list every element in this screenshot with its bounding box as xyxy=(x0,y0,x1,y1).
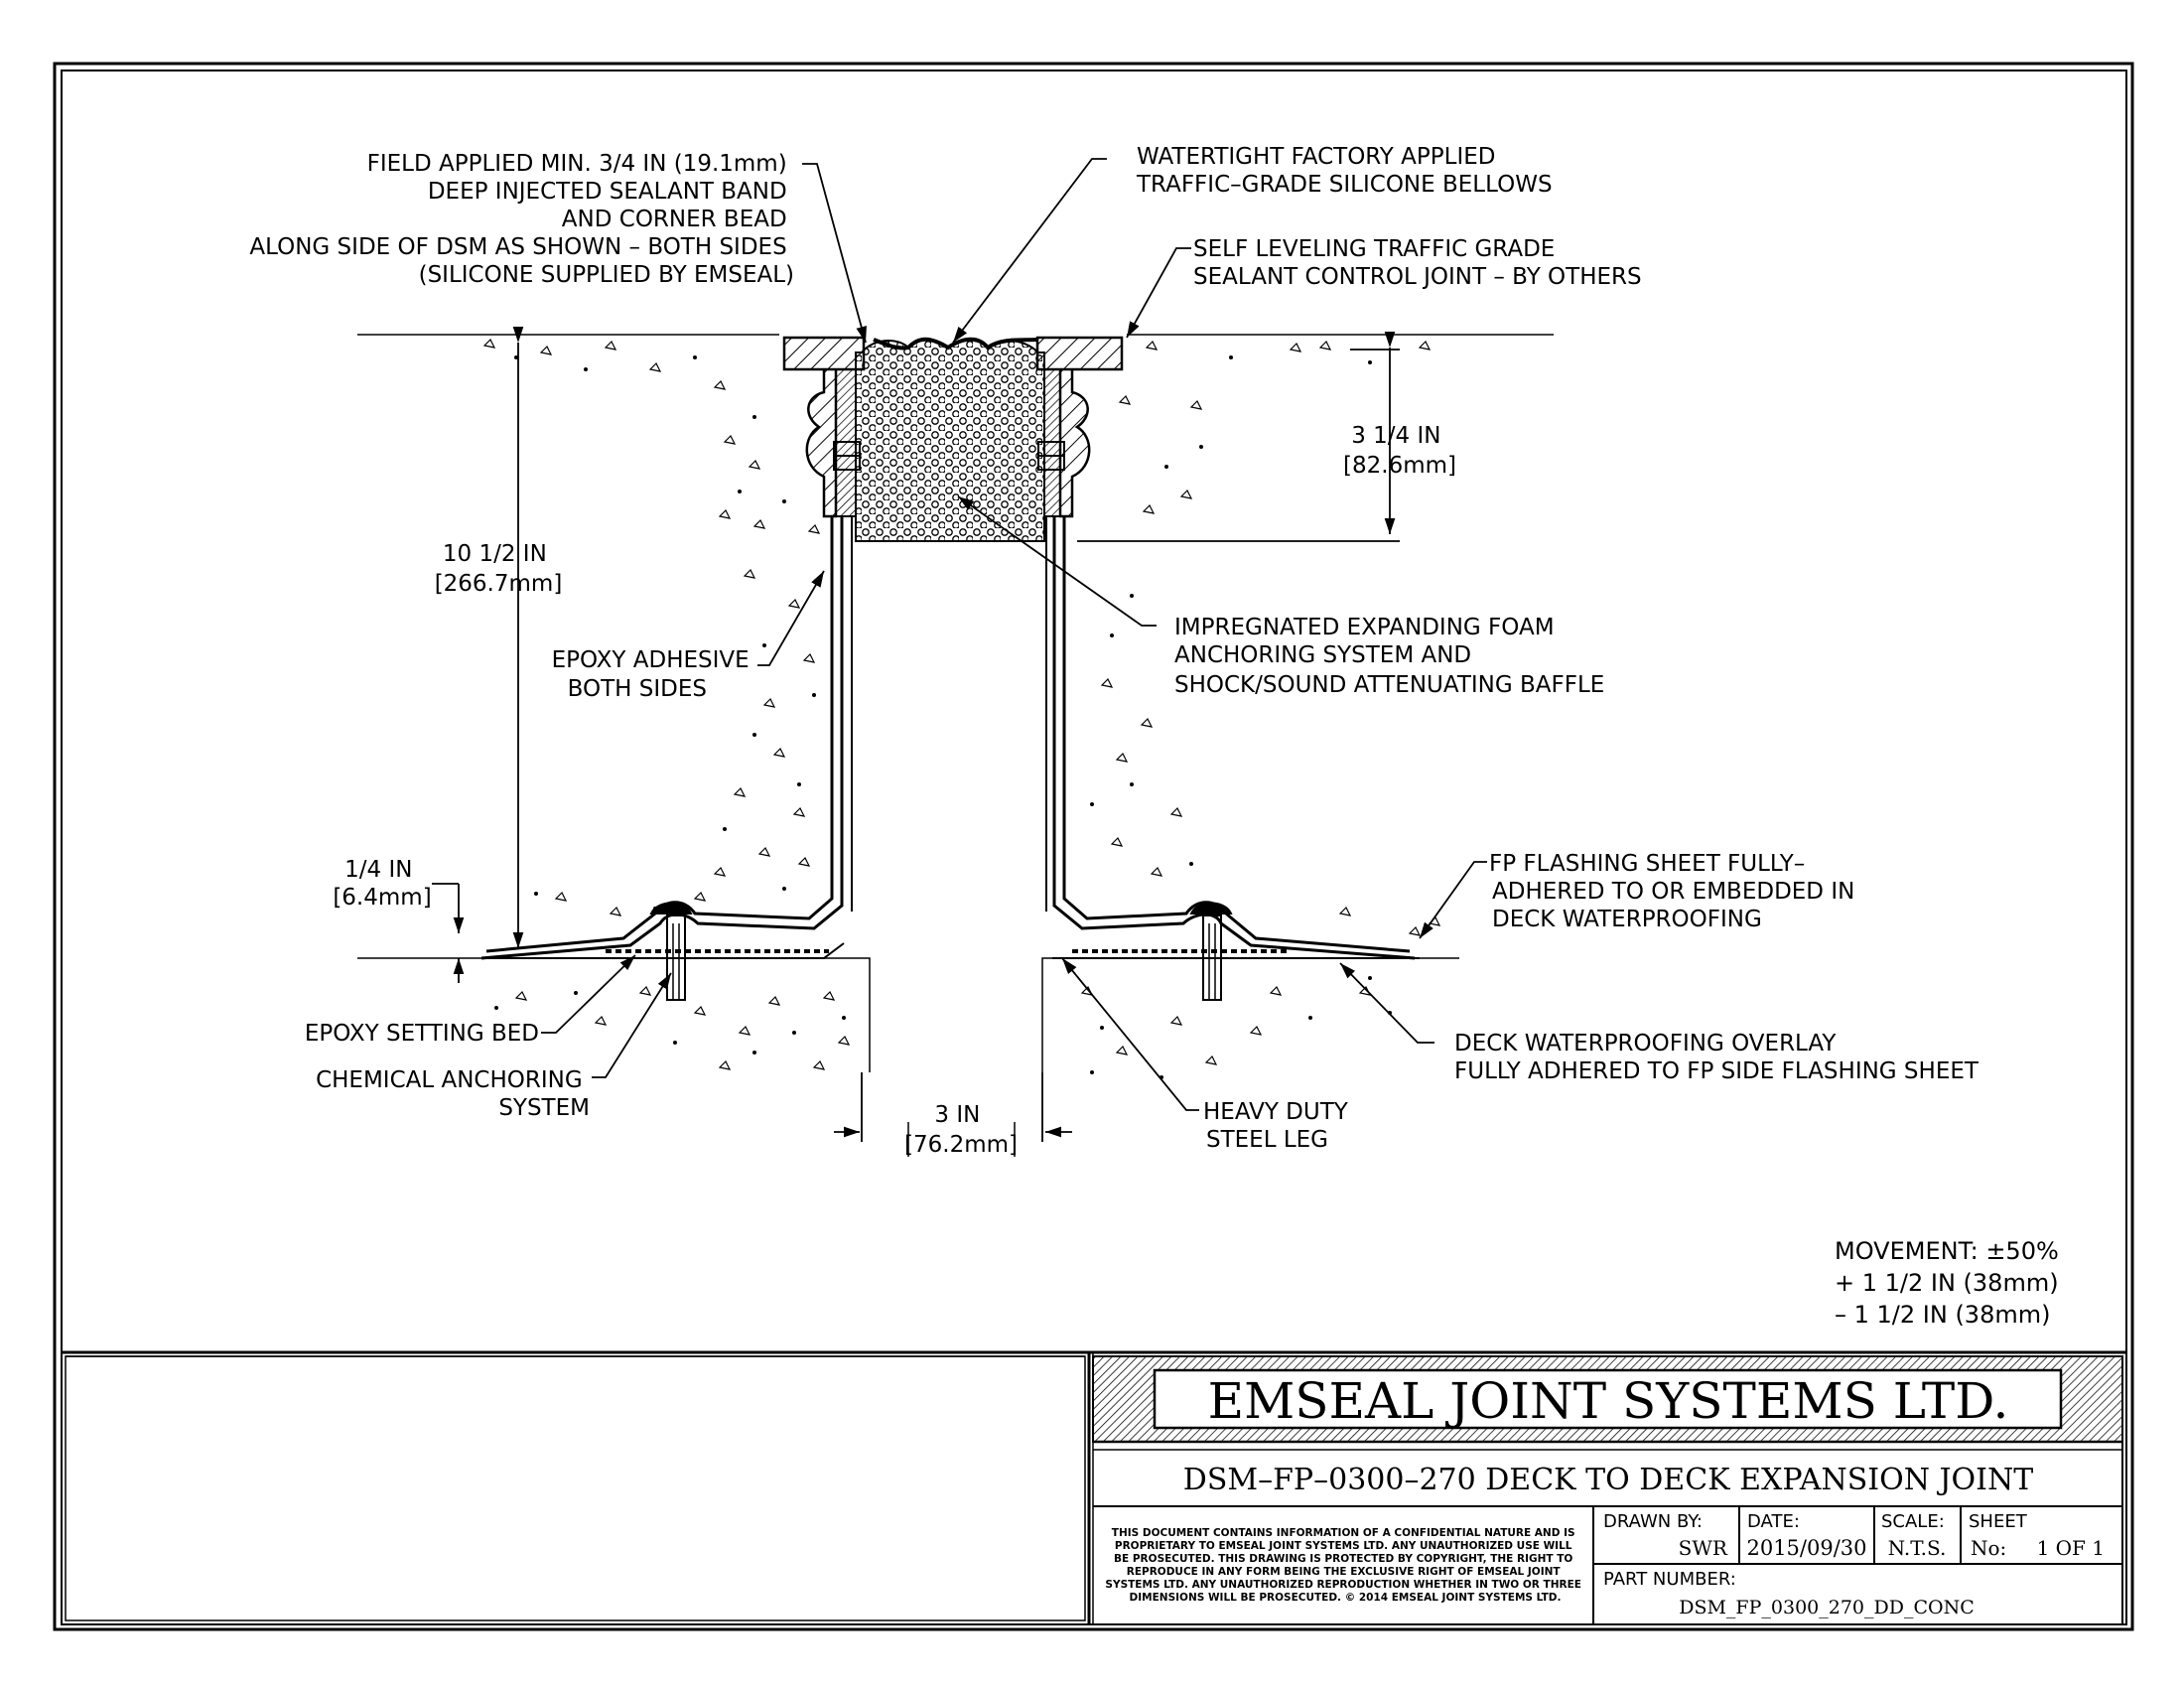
leader-lines xyxy=(541,158,1487,1111)
callout-steel-leg: HEAVY DUTY STEEL LEG xyxy=(1203,1099,1355,1153)
movement-spec: MOVEMENT: ±50% + 1 1/2 IN (38mm) – 1 1/2… xyxy=(1835,1237,2066,1329)
callout-foam: IMPREGNATED EXPANDING FOAM ANCHORING SYS… xyxy=(1174,615,1604,698)
dimension-lines xyxy=(432,326,1400,1142)
callout-overlay: DECK WATERPROOFING OVERLAY FULLY ADHERED… xyxy=(1454,1031,1979,1084)
concrete-slab-left xyxy=(357,334,871,1072)
drawn-by-value: SWR xyxy=(1679,1536,1728,1560)
drawing-title: DSM–FP–0300–270 DECK TO DECK EXPANSION J… xyxy=(1183,1463,2033,1497)
silicone-bellows xyxy=(873,337,1038,351)
company-name: EMSEAL JOINT SYSTEMS LTD. xyxy=(1208,1372,2009,1430)
sheet-no-label: No: xyxy=(1971,1536,2006,1560)
foam-block xyxy=(855,339,1045,542)
dimension-flashing-thickness: 1/4 IN [6.4mm] xyxy=(333,857,431,911)
steel-leg-left xyxy=(480,336,866,1001)
dimension-depth: 10 1/2 IN [266.7mm] xyxy=(435,541,563,597)
dimension-gap: 3 IN [76.2mm] xyxy=(904,1102,1018,1158)
dimension-foam-depth: 3 1/4 IN [82.6mm] xyxy=(1343,423,1456,479)
scale-label: SCALE: xyxy=(1881,1511,1945,1532)
sheet-label: SHEET xyxy=(1969,1511,2028,1532)
callout-bellows: WATERTIGHT FACTORY APPLIED TRAFFIC–GRADE… xyxy=(1136,144,1553,198)
concrete-slab-right xyxy=(1041,334,1554,1079)
callout-flashing: FP FLASHING SHEET FULLY– ADHERED TO OR E… xyxy=(1489,851,1862,932)
title-block: EMSEAL JOINT SYSTEMS LTD. DSM–FP–0300–27… xyxy=(1092,1355,2123,1625)
confidentiality-notice: THIS DOCUMENT CONTAINS INFORMATION OF A … xyxy=(1105,1527,1584,1604)
date-value: 2015/09/30 xyxy=(1746,1536,1866,1560)
callout-anchoring: CHEMICAL ANCHORING SYSTEM xyxy=(316,1067,590,1121)
callout-setting-bed: EPOXY SETTING BED xyxy=(305,1021,539,1047)
sheet-no-value: 1 OF 1 xyxy=(2037,1536,2105,1560)
outer-border xyxy=(53,62,2134,1631)
steel-leg-right xyxy=(1035,336,1420,1001)
part-number-label: PART NUMBER: xyxy=(1603,1569,1736,1590)
date-label: DATE: xyxy=(1747,1511,1800,1532)
drawn-by-label: DRAWN BY: xyxy=(1603,1511,1703,1532)
callout-sealant-band: FIELD APPLIED MIN. 3/4 IN (19.1mm) DEEP … xyxy=(249,151,794,288)
callout-epoxy-adhesive: EPOXY ADHESIVE BOTH SIDES xyxy=(552,647,756,702)
scale-value: N.T.S. xyxy=(1888,1536,1947,1560)
callout-control-joint: SELF LEVELING TRAFFIC GRADE SEALANT CONT… xyxy=(1193,236,1642,290)
part-number-value: DSM_FP_0300_270_DD_CONC xyxy=(1679,1597,1975,1618)
